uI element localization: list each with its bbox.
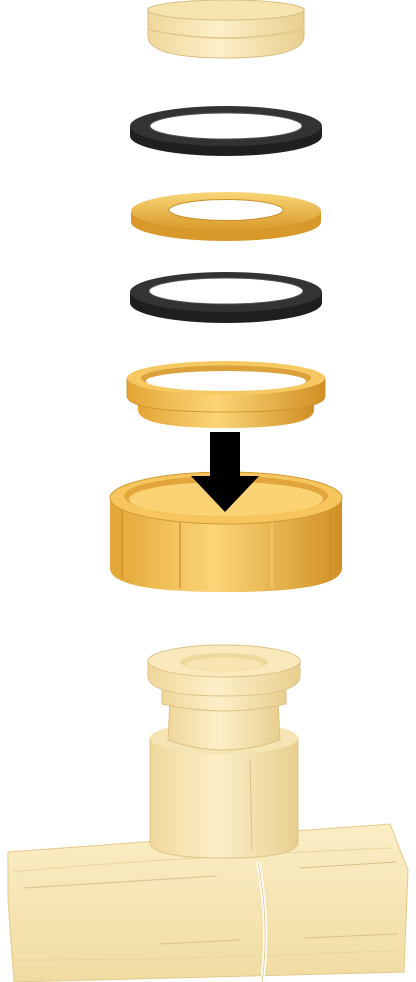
black-gasket-upper (130, 106, 322, 156)
assembly-arrow (191, 432, 259, 512)
black-gasket-lower (130, 272, 322, 323)
brass-sleeve (126, 361, 326, 428)
brass-washer (131, 192, 321, 241)
tee-fitting (7, 644, 409, 982)
top-fitting-end (147, 0, 305, 59)
